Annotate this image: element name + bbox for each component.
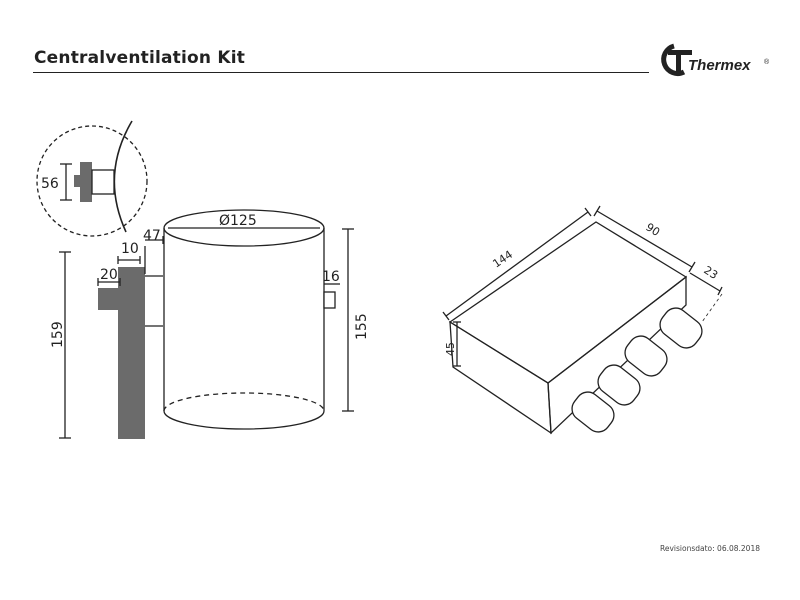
outlet-4 [571,391,615,433]
dim-144: 144 [490,248,515,271]
dim-90: 90 [643,221,662,239]
pipe-bottom [163,410,325,430]
thermex-logo: Thermex ® [661,43,770,76]
detail-arc [113,120,133,233]
outlet-2 [624,335,668,377]
dim-56: 56 [41,176,59,192]
logo-text: Thermex [688,57,751,74]
box-front [449,320,552,435]
wall-plate [118,267,145,439]
outlet-1 [659,307,703,349]
title-underline [33,72,649,73]
dim-159: 159 [50,321,66,348]
outlet-3 [597,364,641,406]
detail-circle [36,125,148,237]
logo-mark-icon [661,43,686,76]
dim-23: 23 [701,264,720,282]
dim-diameter: Ø125 [219,213,257,229]
logo-registered: ® [764,58,770,66]
dim-16: 16 [322,269,340,285]
revision-date: Revisionsdato: 06.08.2018 [660,544,760,553]
dim-20: 20 [100,267,118,283]
dim-45: 45 [444,342,457,356]
box-side [547,275,687,435]
flange [98,288,120,310]
dim-10: 10 [121,241,139,257]
page-title: Centralventilation Kit [34,48,246,68]
dim-47: 47 [143,228,161,244]
dim-155: 155 [354,313,370,340]
